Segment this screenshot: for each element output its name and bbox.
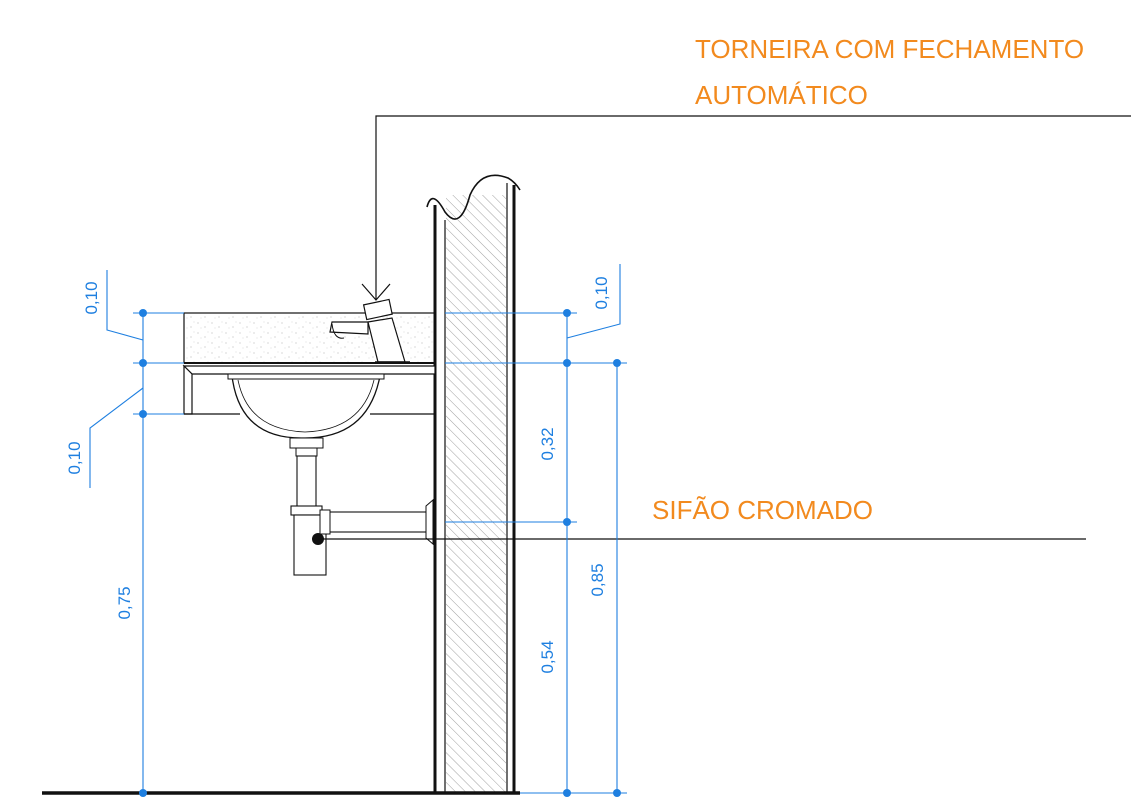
dim-dot bbox=[563, 309, 571, 317]
outlet-nut bbox=[319, 509, 331, 535]
siphon-outlet-pipe bbox=[325, 511, 429, 533]
dim-dot bbox=[139, 309, 147, 317]
dimension-dots bbox=[139, 309, 621, 797]
counter-front-edge bbox=[183, 364, 193, 415]
leader-faucet-height bbox=[566, 264, 621, 339]
dim-dot bbox=[139, 359, 147, 367]
callout-siphon: SIFÃO CROMADO bbox=[652, 495, 873, 525]
basin-drain bbox=[289, 437, 324, 449]
dim-dot bbox=[563, 518, 571, 526]
dim-dot bbox=[613, 359, 621, 367]
basin-inner-rim bbox=[237, 379, 375, 433]
dim-label-faucet-height: 0,10 bbox=[592, 276, 611, 309]
wall-hatch bbox=[446, 195, 506, 792]
dim-label-counter-top: 0,10 bbox=[82, 281, 101, 314]
faucet-spout bbox=[329, 321, 369, 335]
counter-slab bbox=[182, 365, 436, 375]
dim-label-floor-to-front: 0,75 bbox=[115, 586, 134, 619]
siphon bbox=[290, 455, 434, 576]
faucet bbox=[329, 298, 410, 363]
siphon-collar bbox=[290, 505, 323, 516]
wall-break-line bbox=[426, 174, 521, 220]
dim-dot bbox=[563, 359, 571, 367]
leader-counter-front bbox=[89, 387, 144, 488]
dimension-labels: 0,10 0,10 0,75 0,10 0,32 0,54 0,85 bbox=[65, 276, 611, 673]
dim-dot bbox=[139, 410, 147, 418]
callout-leaders bbox=[318, 115, 1131, 540]
basin-bowl bbox=[231, 375, 381, 439]
leader-counter-top bbox=[106, 270, 144, 341]
dim-label-floor-to-counter: 0,85 bbox=[588, 563, 607, 596]
callout-faucet-line1: TORNEIRA COM FECHAMENTO bbox=[695, 34, 1084, 64]
callout-faucet-line2: AUTOMÁTICO bbox=[695, 80, 868, 110]
sink-basin bbox=[227, 373, 385, 457]
dimension-lines bbox=[89, 264, 627, 794]
drain-nut bbox=[295, 447, 318, 457]
dim-dot bbox=[613, 789, 621, 797]
faucet-push-button bbox=[362, 298, 393, 321]
dim-dot bbox=[563, 789, 571, 797]
dim-label-siphon-to-floor: 0,54 bbox=[538, 640, 557, 673]
faucet-spout-tip bbox=[331, 323, 345, 339]
dim-label-counter-front: 0,10 bbox=[65, 441, 84, 474]
wall-flange bbox=[425, 498, 434, 546]
dim-dot bbox=[139, 789, 147, 797]
tailpipe bbox=[296, 455, 317, 509]
wall-section bbox=[426, 174, 521, 792]
faucet-leader-arrow bbox=[361, 283, 391, 301]
basin-rim bbox=[227, 373, 385, 380]
faucet-leader-line bbox=[375, 115, 1131, 300]
dim-label-counter-to-siphon: 0,32 bbox=[538, 427, 557, 460]
